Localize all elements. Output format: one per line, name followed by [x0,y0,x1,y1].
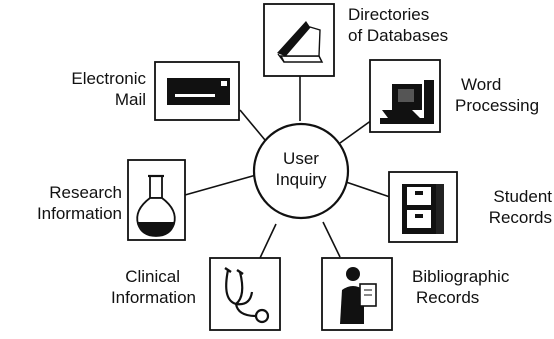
label-word-processing: Word Processing [455,75,540,115]
label-directories: Directories of Databases [348,5,449,45]
flask-icon [127,159,186,241]
label-student-records: Student Records [488,187,552,227]
spoke-research [184,174,257,196]
spoke-clinical [259,223,277,259]
center-label: User Inquiry [275,149,327,189]
spoke-student-records [345,181,391,198]
person-reading-icon [321,257,393,331]
book-icon [263,3,335,77]
stethoscope-icon [209,257,281,331]
label-clinical: Clinical Information [110,267,196,307]
spoke-word-processing [339,119,373,144]
label-research: Research Information [36,183,122,223]
label-email: Electronic Mail [71,69,146,109]
mail-device-icon [154,61,240,121]
spoke-bibliographic [322,221,341,258]
filing-cabinet-icon [388,171,458,243]
spoke-email [239,109,266,141]
user-inquiry-circle [252,122,350,220]
computer-terminal-icon [369,59,441,133]
label-bibliographic: Bibliographic Records [412,267,510,307]
